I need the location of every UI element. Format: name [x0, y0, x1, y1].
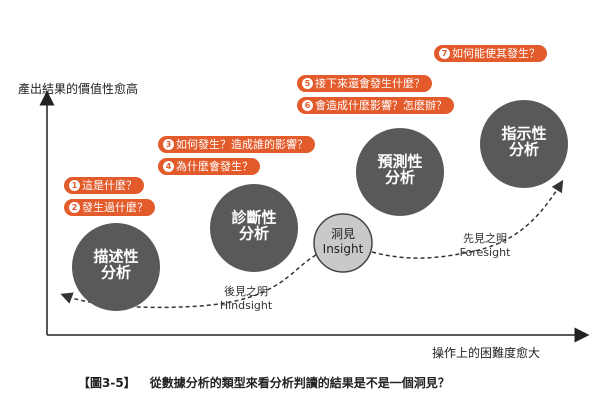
question-text-2: 發生過什麼？ [82, 201, 148, 214]
number-1-icon: 1 [69, 180, 80, 191]
y-axis-label: 產出結果的價值性愈高 [18, 82, 139, 96]
question-text-6: 會造成什麼影響？怎麼辦？ [315, 99, 447, 112]
diagnostic-analysis-label: 診斷性分析 [231, 209, 276, 243]
predictive-analysis-label-line-2: 分析 [385, 169, 415, 187]
number-4-icon: 4 [163, 161, 174, 172]
insight-label-line-1: 洞見 [331, 227, 355, 241]
figure-number: 【圖3-5】 [78, 376, 136, 390]
foresight-label-line-1: 先見之明 [463, 231, 507, 245]
question-text-5: 接下來還會發生什麼？ [315, 77, 425, 90]
question-text-3: 如何發生？造成誰的影響？ [176, 138, 308, 151]
predictive-analysis-label: 預測性分析 [377, 153, 422, 187]
question-text-7: 如何能使其發生？ [452, 47, 540, 60]
foresight-path [371, 179, 564, 259]
number-2-icon: 2 [69, 202, 80, 213]
diagnostic-analysis-circle [210, 184, 298, 272]
prescriptive-analysis-circle [480, 100, 568, 188]
prescriptive-analysis-label-line-2: 分析 [509, 141, 539, 159]
predictive-analysis-label-line-1: 預測性 [377, 153, 422, 171]
number-7-icon: 7 [439, 48, 450, 59]
question-text-1: 這是什麼？ [82, 179, 137, 192]
caption-text: 從數據分析的類型來看分析判讀的結果是不是一個洞見？ [149, 376, 450, 390]
number-3-icon: 3 [163, 139, 174, 150]
insight-circle [313, 213, 373, 273]
descriptive-analysis-label: 描述性分析 [93, 248, 138, 282]
diagnostic-analysis-label-line-1: 診斷性 [231, 209, 276, 227]
descriptive-analysis-label-line-2: 分析 [101, 264, 131, 282]
hindsight-label-line-2: Hindsight [220, 299, 273, 312]
figure-caption: 【圖3-5】從數據分析的類型來看分析判讀的結果是不是一個洞見？ [78, 374, 450, 391]
diagnostic-analysis-label-line-2: 分析 [239, 225, 269, 243]
hindsight-label-line-1: 後見之明 [224, 284, 268, 298]
descriptive-analysis-label-line-1: 描述性 [93, 248, 138, 266]
prescriptive-analysis-label-line-1: 指示性 [501, 125, 546, 143]
question-text-4: 為什麼會發生？ [176, 160, 253, 173]
prescriptive-analysis-label: 指示性分析 [501, 125, 546, 159]
foresight-label-line-2: Foresight [460, 246, 511, 259]
number-5-icon: 5 [302, 78, 313, 89]
insight-label-line-2: Insight [323, 242, 364, 256]
x-axis-label: 操作上的困難度愈大 [432, 346, 541, 360]
number-6-icon: 6 [302, 100, 313, 111]
predictive-analysis-circle [356, 128, 444, 216]
descriptive-analysis-circle [72, 223, 160, 311]
